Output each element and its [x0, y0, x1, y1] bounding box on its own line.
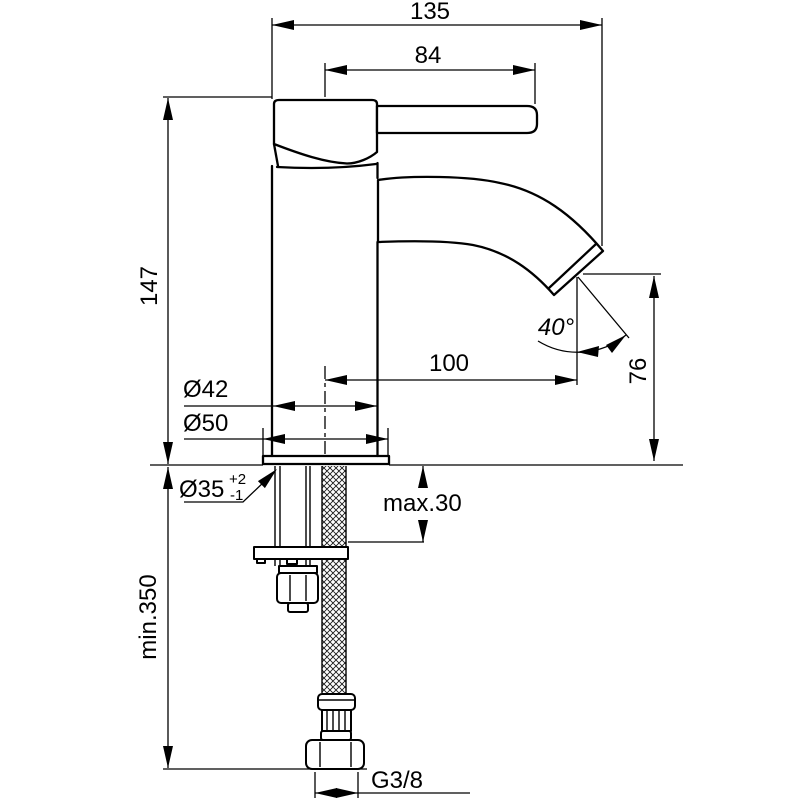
dim-label-hole-tol-plus: +2	[229, 471, 246, 488]
mounting-washer	[278, 565, 318, 574]
dim-overall-width: 135	[271, 0, 603, 246]
dim-base-diameter: Ø50	[183, 410, 389, 455]
dim-hole-diameter: Ø35 +2 -1	[179, 469, 277, 504]
dim-deck-thickness: max.30	[383, 466, 462, 542]
dim-spout-angle: 40°	[537, 276, 630, 357]
dim-outlet-height: 76	[583, 273, 661, 461]
dim-handle-reach: 84	[324, 42, 536, 104]
dim-label-body-height: 147	[136, 266, 163, 306]
dim-spout-reach: 100	[325, 277, 578, 385]
mounting-nut	[276, 572, 319, 613]
hose-collar	[320, 730, 352, 741]
dim-label-thread: G3/8	[371, 767, 423, 794]
supply-hose-braided	[321, 466, 347, 693]
dim-label-body-diameter: Ø42	[183, 376, 228, 403]
mounting-clamp	[253, 546, 349, 565]
base-escutcheon	[261, 454, 391, 466]
dim-label-overall-width: 135	[410, 0, 450, 25]
faucet-handle-lever	[375, 104, 539, 135]
dim-label-base-diameter: Ø50	[183, 410, 228, 437]
faucet-handle-cap	[272, 98, 379, 168]
dim-body-height: 147	[136, 96, 272, 464]
hose-ferrule	[317, 693, 356, 711]
dim-label-outlet-height: 76	[625, 358, 652, 385]
dim-body-diameter: Ø42	[183, 376, 377, 411]
threaded-rod	[274, 466, 311, 566]
hose-connection-nut	[305, 739, 365, 770]
dim-label-handle-reach: 84	[415, 42, 442, 69]
dim-label-hole-tol-minus: -1	[230, 487, 243, 504]
dim-hose-clearance: min.350	[135, 467, 367, 770]
faucet-spout	[376, 175, 605, 297]
countertop-section	[150, 464, 683, 543]
hose-ribbed-section	[321, 709, 352, 732]
dim-label-hole-diameter: Ø35	[179, 476, 224, 503]
spout-outlet-rim	[547, 242, 598, 290]
dim-label-spout-angle: 40°	[538, 314, 575, 341]
faucet-body	[270, 161, 379, 458]
dim-label-hose-clearance: min.350	[135, 574, 162, 659]
dim-label-deck-thickness: max.30	[383, 490, 462, 517]
dim-thread: G3/8	[314, 767, 470, 798]
dim-label-spout-reach: 100	[429, 350, 469, 377]
